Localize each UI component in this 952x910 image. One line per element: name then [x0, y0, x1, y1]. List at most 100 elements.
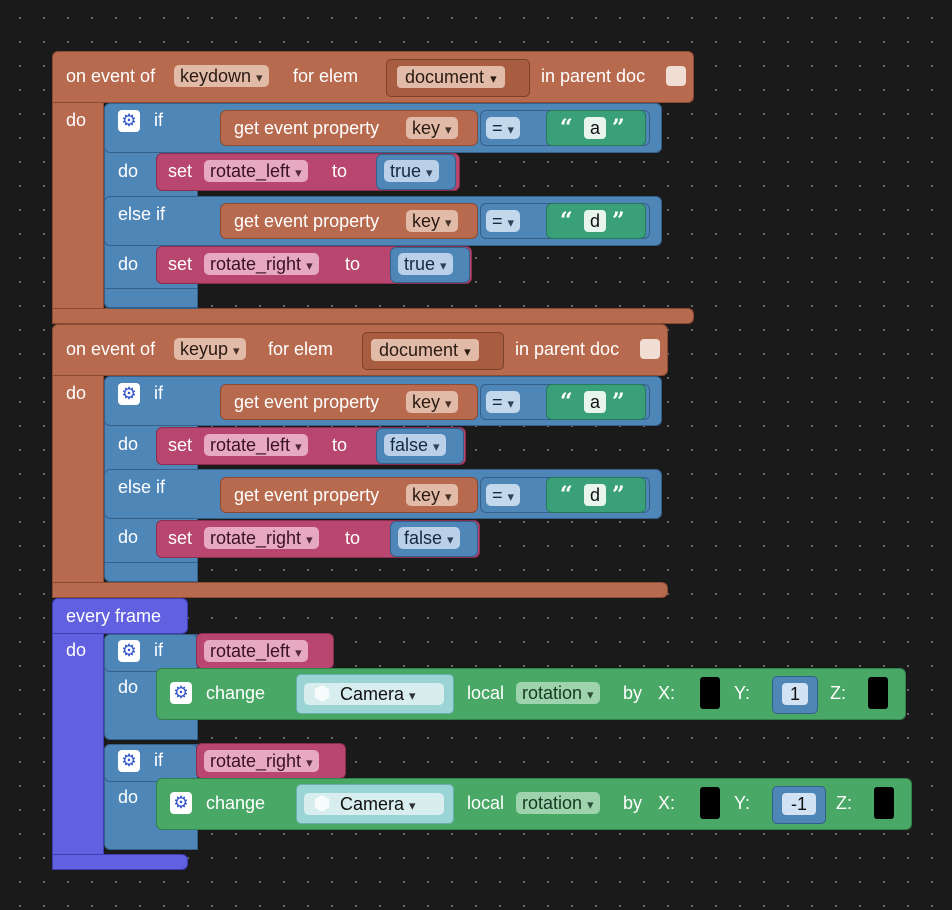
- if-label: if: [154, 110, 163, 130]
- in-parent-doc-label: in parent doc: [541, 66, 646, 86]
- text-value[interactable]: a: [584, 391, 607, 413]
- camera-dropdown[interactable]: Camera: [304, 793, 444, 815]
- transform-property-dropdown[interactable]: rotation: [516, 792, 600, 814]
- event-type-dropdown[interactable]: keyup: [174, 338, 246, 360]
- x-label: X:: [658, 683, 676, 703]
- boolean-dropdown[interactable]: true: [384, 160, 439, 182]
- y-label: Y:: [734, 793, 751, 813]
- by-label: by: [623, 683, 643, 703]
- for-elem-label: for elem: [268, 339, 334, 359]
- event-property-dropdown[interactable]: key: [406, 484, 458, 506]
- keydown-event-footer: [52, 308, 694, 324]
- do-label: do: [118, 434, 139, 454]
- variable-dropdown[interactable]: rotate_right: [204, 750, 319, 772]
- do-label: do: [118, 161, 139, 181]
- every-frame-footer: [52, 854, 188, 870]
- y-value[interactable]: 1: [782, 683, 808, 705]
- boolean-dropdown[interactable]: false: [398, 527, 460, 549]
- else-if-label: else if: [118, 204, 166, 224]
- to-label: to: [345, 254, 361, 274]
- set-label: set: [168, 254, 193, 274]
- camera-dropdown[interactable]: Camera: [304, 683, 444, 705]
- get-event-property-label: get event property: [234, 211, 380, 231]
- on-event-of-label: on event of: [66, 66, 156, 86]
- local-label: local: [467, 683, 505, 703]
- boolean-dropdown[interactable]: true: [398, 253, 453, 275]
- event-property-dropdown[interactable]: key: [406, 117, 458, 139]
- gear-icon[interactable]: ⚙: [118, 383, 140, 405]
- compare-operator-dropdown[interactable]: =: [486, 391, 521, 413]
- if-label: if: [154, 750, 163, 770]
- every-frame-header[interactable]: [52, 598, 188, 634]
- to-label: to: [332, 161, 348, 181]
- z-input-slot[interactable]: [874, 787, 894, 819]
- open-quote: “: [560, 389, 573, 415]
- in-parent-doc-checkbox[interactable]: [666, 66, 686, 86]
- change-label: change: [206, 793, 266, 813]
- to-label: to: [345, 528, 361, 548]
- y-value[interactable]: -1: [782, 793, 816, 815]
- if-block-bottom: [104, 562, 198, 582]
- compare-operator-dropdown[interactable]: =: [486, 484, 521, 506]
- by-label: by: [623, 793, 643, 813]
- open-quote: “: [560, 482, 573, 508]
- text-value[interactable]: a: [584, 117, 607, 139]
- in-parent-doc-label: in parent doc: [515, 339, 620, 359]
- event-type-dropdown[interactable]: keydown: [174, 65, 269, 87]
- open-quote: “: [560, 115, 573, 141]
- text-block[interactable]: [546, 477, 646, 513]
- x-label: X:: [658, 793, 676, 813]
- to-label: to: [332, 435, 348, 455]
- close-quote: ”: [612, 115, 625, 141]
- on-event-of-label: on event of: [66, 339, 156, 359]
- gear-icon[interactable]: ⚙: [170, 682, 192, 704]
- document-dropdown[interactable]: document: [397, 66, 505, 88]
- do-label: do: [66, 640, 87, 660]
- event-property-dropdown[interactable]: key: [406, 210, 458, 232]
- do-label: do: [118, 677, 139, 697]
- boolean-dropdown[interactable]: false: [384, 434, 446, 456]
- variable-dropdown[interactable]: rotate_left: [204, 160, 308, 182]
- close-quote: ”: [612, 389, 625, 415]
- document-dropdown[interactable]: document: [371, 339, 479, 361]
- variable-dropdown[interactable]: rotate_right: [204, 253, 319, 275]
- if-label: if: [154, 383, 163, 403]
- keyup-event-header[interactable]: [52, 324, 668, 376]
- variable-dropdown[interactable]: rotate_left: [204, 434, 308, 456]
- z-label: Z:: [830, 683, 846, 703]
- keyup-event-footer: [52, 582, 668, 598]
- set-label: set: [168, 435, 193, 455]
- gear-icon[interactable]: ⚙: [170, 792, 192, 814]
- in-parent-doc-checkbox[interactable]: [640, 339, 660, 359]
- gear-icon[interactable]: ⚙: [118, 110, 140, 132]
- change-label: change: [206, 683, 266, 703]
- get-event-property-label: get event property: [234, 485, 380, 505]
- every-frame-block[interactable]: [52, 598, 104, 870]
- if-label: if: [154, 640, 163, 660]
- close-quote: ”: [612, 482, 625, 508]
- open-quote: “: [560, 208, 573, 234]
- z-input-slot[interactable]: [868, 677, 888, 709]
- transform-property-dropdown[interactable]: rotation: [516, 682, 600, 704]
- compare-operator-dropdown[interactable]: =: [486, 117, 521, 139]
- event-property-dropdown[interactable]: key: [406, 391, 458, 413]
- x-input-slot[interactable]: [700, 787, 720, 819]
- every-frame-label: every frame: [66, 606, 162, 626]
- close-quote: ”: [612, 208, 625, 234]
- text-block[interactable]: [546, 384, 646, 420]
- if-block-bottom: [104, 288, 198, 308]
- do-label: do: [66, 383, 87, 403]
- number-block[interactable]: [772, 786, 826, 824]
- keydown-event-header[interactable]: [52, 51, 694, 103]
- set-label: set: [168, 528, 193, 548]
- gear-icon[interactable]: ⚙: [118, 640, 140, 662]
- gear-icon[interactable]: ⚙: [118, 750, 140, 772]
- text-value[interactable]: d: [584, 210, 607, 232]
- text-value[interactable]: d: [584, 484, 607, 506]
- text-block[interactable]: [546, 203, 646, 239]
- cube-icon: ⬢: [313, 683, 331, 705]
- compare-operator-dropdown[interactable]: =: [486, 210, 521, 232]
- variable-dropdown[interactable]: rotate_left: [204, 640, 308, 662]
- x-input-slot[interactable]: [700, 677, 720, 709]
- variable-dropdown[interactable]: rotate_right: [204, 527, 319, 549]
